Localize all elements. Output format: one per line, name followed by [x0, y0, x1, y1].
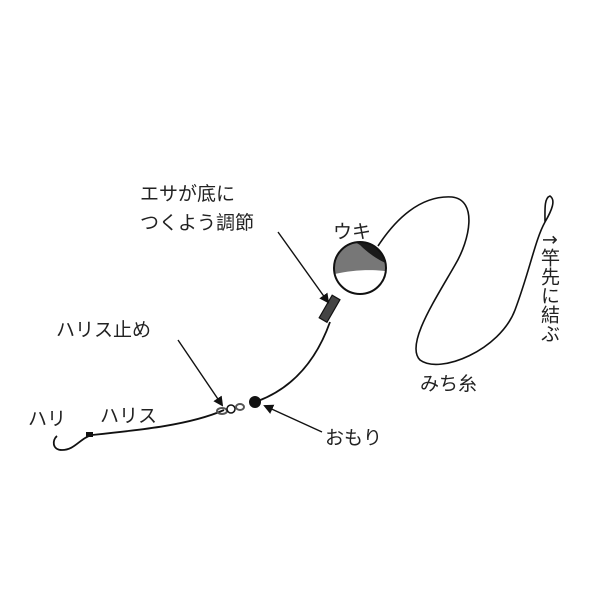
bait-depth-arrow [277, 231, 330, 304]
label-main-line: みち糸 [420, 373, 478, 395]
leader-stopper-arrow [177, 339, 224, 407]
label-float: ウキ [333, 221, 372, 243]
label-bait-depth-2: つくよう調節 [140, 212, 255, 234]
sinker-icon [249, 396, 261, 408]
main-line [377, 195, 554, 366]
swivel-icon [216, 403, 245, 415]
label-leader: ハリス [100, 405, 158, 427]
line-to-sinker [257, 321, 331, 402]
sinker-arrow [263, 404, 323, 433]
float-stem [318, 294, 341, 324]
hook-icon [52, 434, 93, 451]
label-leader-stopper: ハリス止め [56, 319, 152, 341]
label-tie-to-rod-tip: ↑竿先に結ぶ [538, 232, 560, 343]
label-sinker: おもり [325, 427, 383, 449]
label-hook: ハリ [28, 408, 67, 430]
float-icon [333, 241, 387, 295]
label-bait-depth-1: エサが底に [140, 183, 236, 205]
leader-line [91, 409, 225, 436]
